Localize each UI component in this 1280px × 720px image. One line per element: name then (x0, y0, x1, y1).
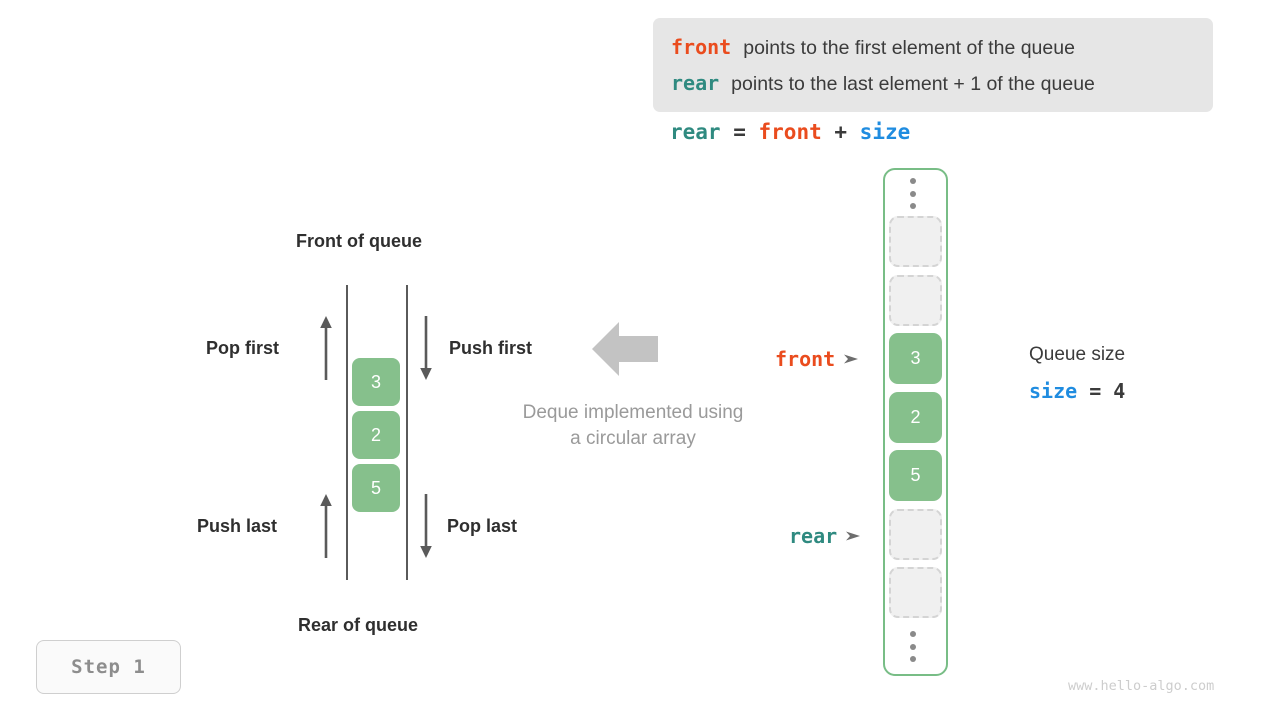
formula-plus: + (821, 120, 860, 144)
big-left-arrow-icon (592, 322, 658, 376)
legend-row-rear: rear points to the last element + 1 of t… (671, 65, 1195, 101)
array-slot-filled: 5 (889, 450, 942, 501)
arrow-down-pop-last-icon (420, 494, 432, 558)
legend-text-front: points to the first element of the queue (743, 37, 1075, 59)
rear-of-queue-label: Rear of queue (298, 615, 419, 635)
legend-box: front points to the first element of the… (653, 18, 1213, 112)
deque-rail-right (406, 285, 408, 580)
legend-row-front: front points to the first element of the… (671, 29, 1195, 65)
queue-size-expression: size = 4 (1029, 379, 1125, 403)
formula-rear-equals-front-plus-size: rear = front + size (670, 120, 910, 144)
legend-text-rear: points to the last element + 1 of the qu… (731, 73, 1095, 95)
queue-size-var: size (1029, 379, 1078, 403)
deque-cell: 3 (352, 358, 400, 406)
formula-front-term: front (758, 120, 822, 144)
formula-lhs: rear (670, 120, 721, 144)
front-pointer-label: front (775, 347, 859, 371)
arrow-down-push-first-icon (420, 316, 432, 380)
array-slot-empty (889, 567, 942, 618)
arrow-up-push-last-icon (320, 494, 332, 558)
queue-size-equals: = (1077, 379, 1114, 403)
deque-rail-left (346, 285, 348, 580)
array-slot-filled: 3 (889, 333, 942, 384)
array-ellipsis-top-icon (909, 178, 916, 209)
pop-first-label: Pop first (206, 338, 280, 358)
array-slot-empty (889, 275, 942, 326)
queue-size-number: 4 (1113, 379, 1126, 403)
legend-keyword-rear: rear (671, 71, 720, 95)
push-last-label: Push last (197, 516, 278, 536)
arrow-up-pop-first-icon (320, 316, 332, 380)
deque-caption-line-2: a circular array (570, 428, 696, 449)
array-slot-empty (889, 216, 942, 267)
step-badge: Step 1 (36, 640, 181, 694)
formula-size-term: size (859, 120, 911, 144)
watermark: www.hello-algo.com (1068, 678, 1215, 694)
formula-equals: = (720, 120, 759, 144)
pop-last-label: Pop last (447, 516, 518, 536)
deque-caption: Deque implemented using a circular array (492, 400, 774, 452)
front-pointer-arrow-icon (844, 353, 859, 365)
push-first-label: Push first (449, 338, 533, 358)
array-slot-empty (889, 509, 942, 560)
deque-cell: 5 (352, 464, 400, 512)
deque-cell: 2 (352, 411, 400, 459)
array-ellipsis-bottom-icon (909, 631, 916, 662)
rear-pointer-label: rear (789, 524, 861, 548)
front-of-queue-label: Front of queue (296, 231, 422, 251)
deque-caption-line-1: Deque implemented using (522, 402, 744, 423)
rear-pointer-text: rear (789, 524, 838, 548)
front-pointer-text: front (775, 347, 836, 371)
legend-keyword-front: front (671, 35, 732, 59)
queue-size-label: Queue size (1029, 344, 1126, 365)
array-slot-filled: 2 (889, 392, 942, 443)
rear-pointer-arrow-icon (846, 530, 861, 542)
